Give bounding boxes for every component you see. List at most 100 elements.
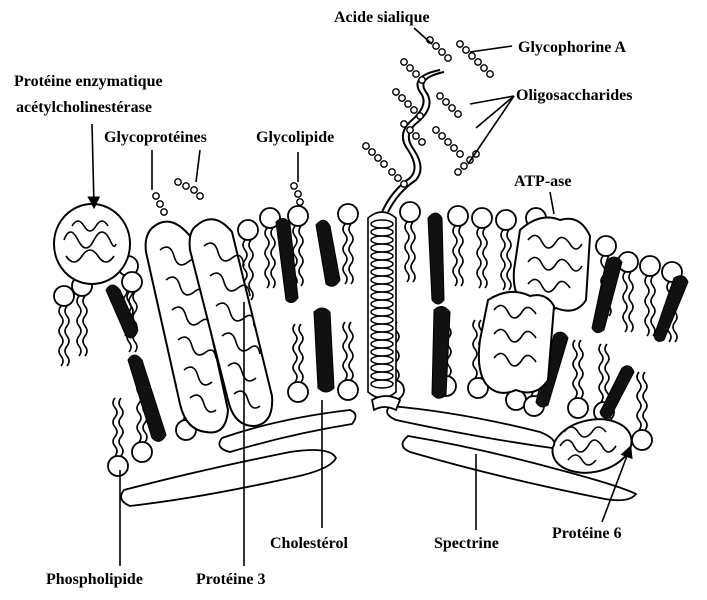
oligosaccharide-chains [153,37,493,215]
lipid-tail [645,276,649,336]
label-acide-sialique: Acide sialique [334,9,430,26]
sugar-bead [443,99,449,105]
sugar-bead [469,53,475,59]
phospholipid-head [472,208,492,228]
phospholipid-head [288,206,308,226]
sugar-bead [445,55,451,61]
label-glycophorine-a: Glycophorine A [518,39,626,56]
phospholipid-head [632,430,652,450]
label-atp-ase: ATP-ase [514,173,571,190]
lipid-tail [405,222,409,282]
lipid-tail [65,306,69,366]
sugar-bead [369,149,375,155]
lipid-tail [605,344,609,402]
label-glycolipide: Glycolipide [256,129,334,146]
sugar-bead [433,43,439,49]
sugar-bead [419,77,425,83]
lipid-tail [343,224,347,284]
lipid-tail [599,344,603,402]
sugar-bead [413,133,419,139]
sugar-bead [457,151,463,157]
lipid-tail [507,230,511,290]
sugar-bead [451,145,457,151]
label-proteine-6: Protéine 6 [552,525,621,542]
label-spectrine: Spectrine [434,535,499,552]
phospholipid-head [400,202,420,222]
phospholipid-head [596,236,616,256]
lipid-tail [629,272,633,332]
sugar-bead [401,59,407,65]
lipid-tail [473,320,477,378]
sugar-bead [461,163,467,169]
sugar-bead [401,121,407,127]
lipid-tail [265,228,269,288]
phospholipid-head [122,272,142,292]
sugar-bead [475,59,481,65]
lipid-tail [623,272,627,332]
sugar-bead [197,193,203,199]
phospholipid-head [640,256,660,276]
sugar-bead [375,155,381,161]
sugar-bead [449,105,455,111]
lipid-tail [113,398,117,456]
sugar-bead [297,199,303,205]
sugar-bead [295,191,301,197]
lipid-tail [501,230,505,290]
sugar-bead [395,175,401,181]
sugar-bead [445,139,451,145]
sugar-bead [417,113,423,119]
sugar-bead [419,139,425,145]
sugar-bead [405,101,411,107]
sugar-bead [487,71,493,77]
phospholipid-head [338,380,358,400]
sugar-bead [291,183,297,189]
phospholipid-head [288,382,308,402]
sugar-bead [363,143,369,149]
sugar-bead [455,111,461,117]
sugar-bead [407,127,413,133]
lipid-tail [77,296,81,356]
sugar-bead [399,95,405,101]
label-oligosaccharides: Oligosaccharides [516,87,632,104]
phospholipid-head [568,398,588,418]
phospholipid-head [238,220,258,240]
sugar-bead [413,71,419,77]
lipid-tail [349,224,353,284]
phospholipid-head [108,456,128,476]
lipid-tail [453,226,457,286]
sugar-bead [455,169,461,175]
sugar-bead [401,181,407,187]
sugar-bead [439,49,445,55]
label-cholesterol: Cholestérol [270,535,348,552]
sugar-bead [157,201,163,207]
lipid-tail [293,324,297,382]
lipid-tail [643,372,647,430]
sugar-bead [175,179,181,185]
sugar-bead [433,127,439,133]
lipid-tail [483,228,487,288]
lipid-tail [119,398,123,456]
lipid-tail [299,324,303,382]
phospholipid-head [132,442,152,462]
lipid-tail [83,296,87,356]
lipid-tail [271,228,275,288]
lipid-tail [59,306,63,366]
phospholipid-head [496,210,516,230]
lipid-tail [637,372,641,430]
protein-acetylcholinesterase [54,204,130,284]
phospholipid-head [338,204,358,224]
lipid-tail [651,276,655,336]
sugar-bead [389,169,395,175]
label-acetylcholinesterase: acétylcholinestérase [16,99,152,116]
label-proteine-3: Protéine 3 [196,571,265,588]
sugar-bead [457,41,463,47]
lipid-tail [573,340,577,398]
lipid-tail [459,226,463,286]
label-glycoproteines: Glycoprotéines [104,129,207,146]
sugar-bead [463,47,469,53]
lipid-tail [299,226,303,286]
sugar-bead [381,161,387,167]
sugar-bead [437,93,443,99]
sugar-bead [153,193,159,199]
